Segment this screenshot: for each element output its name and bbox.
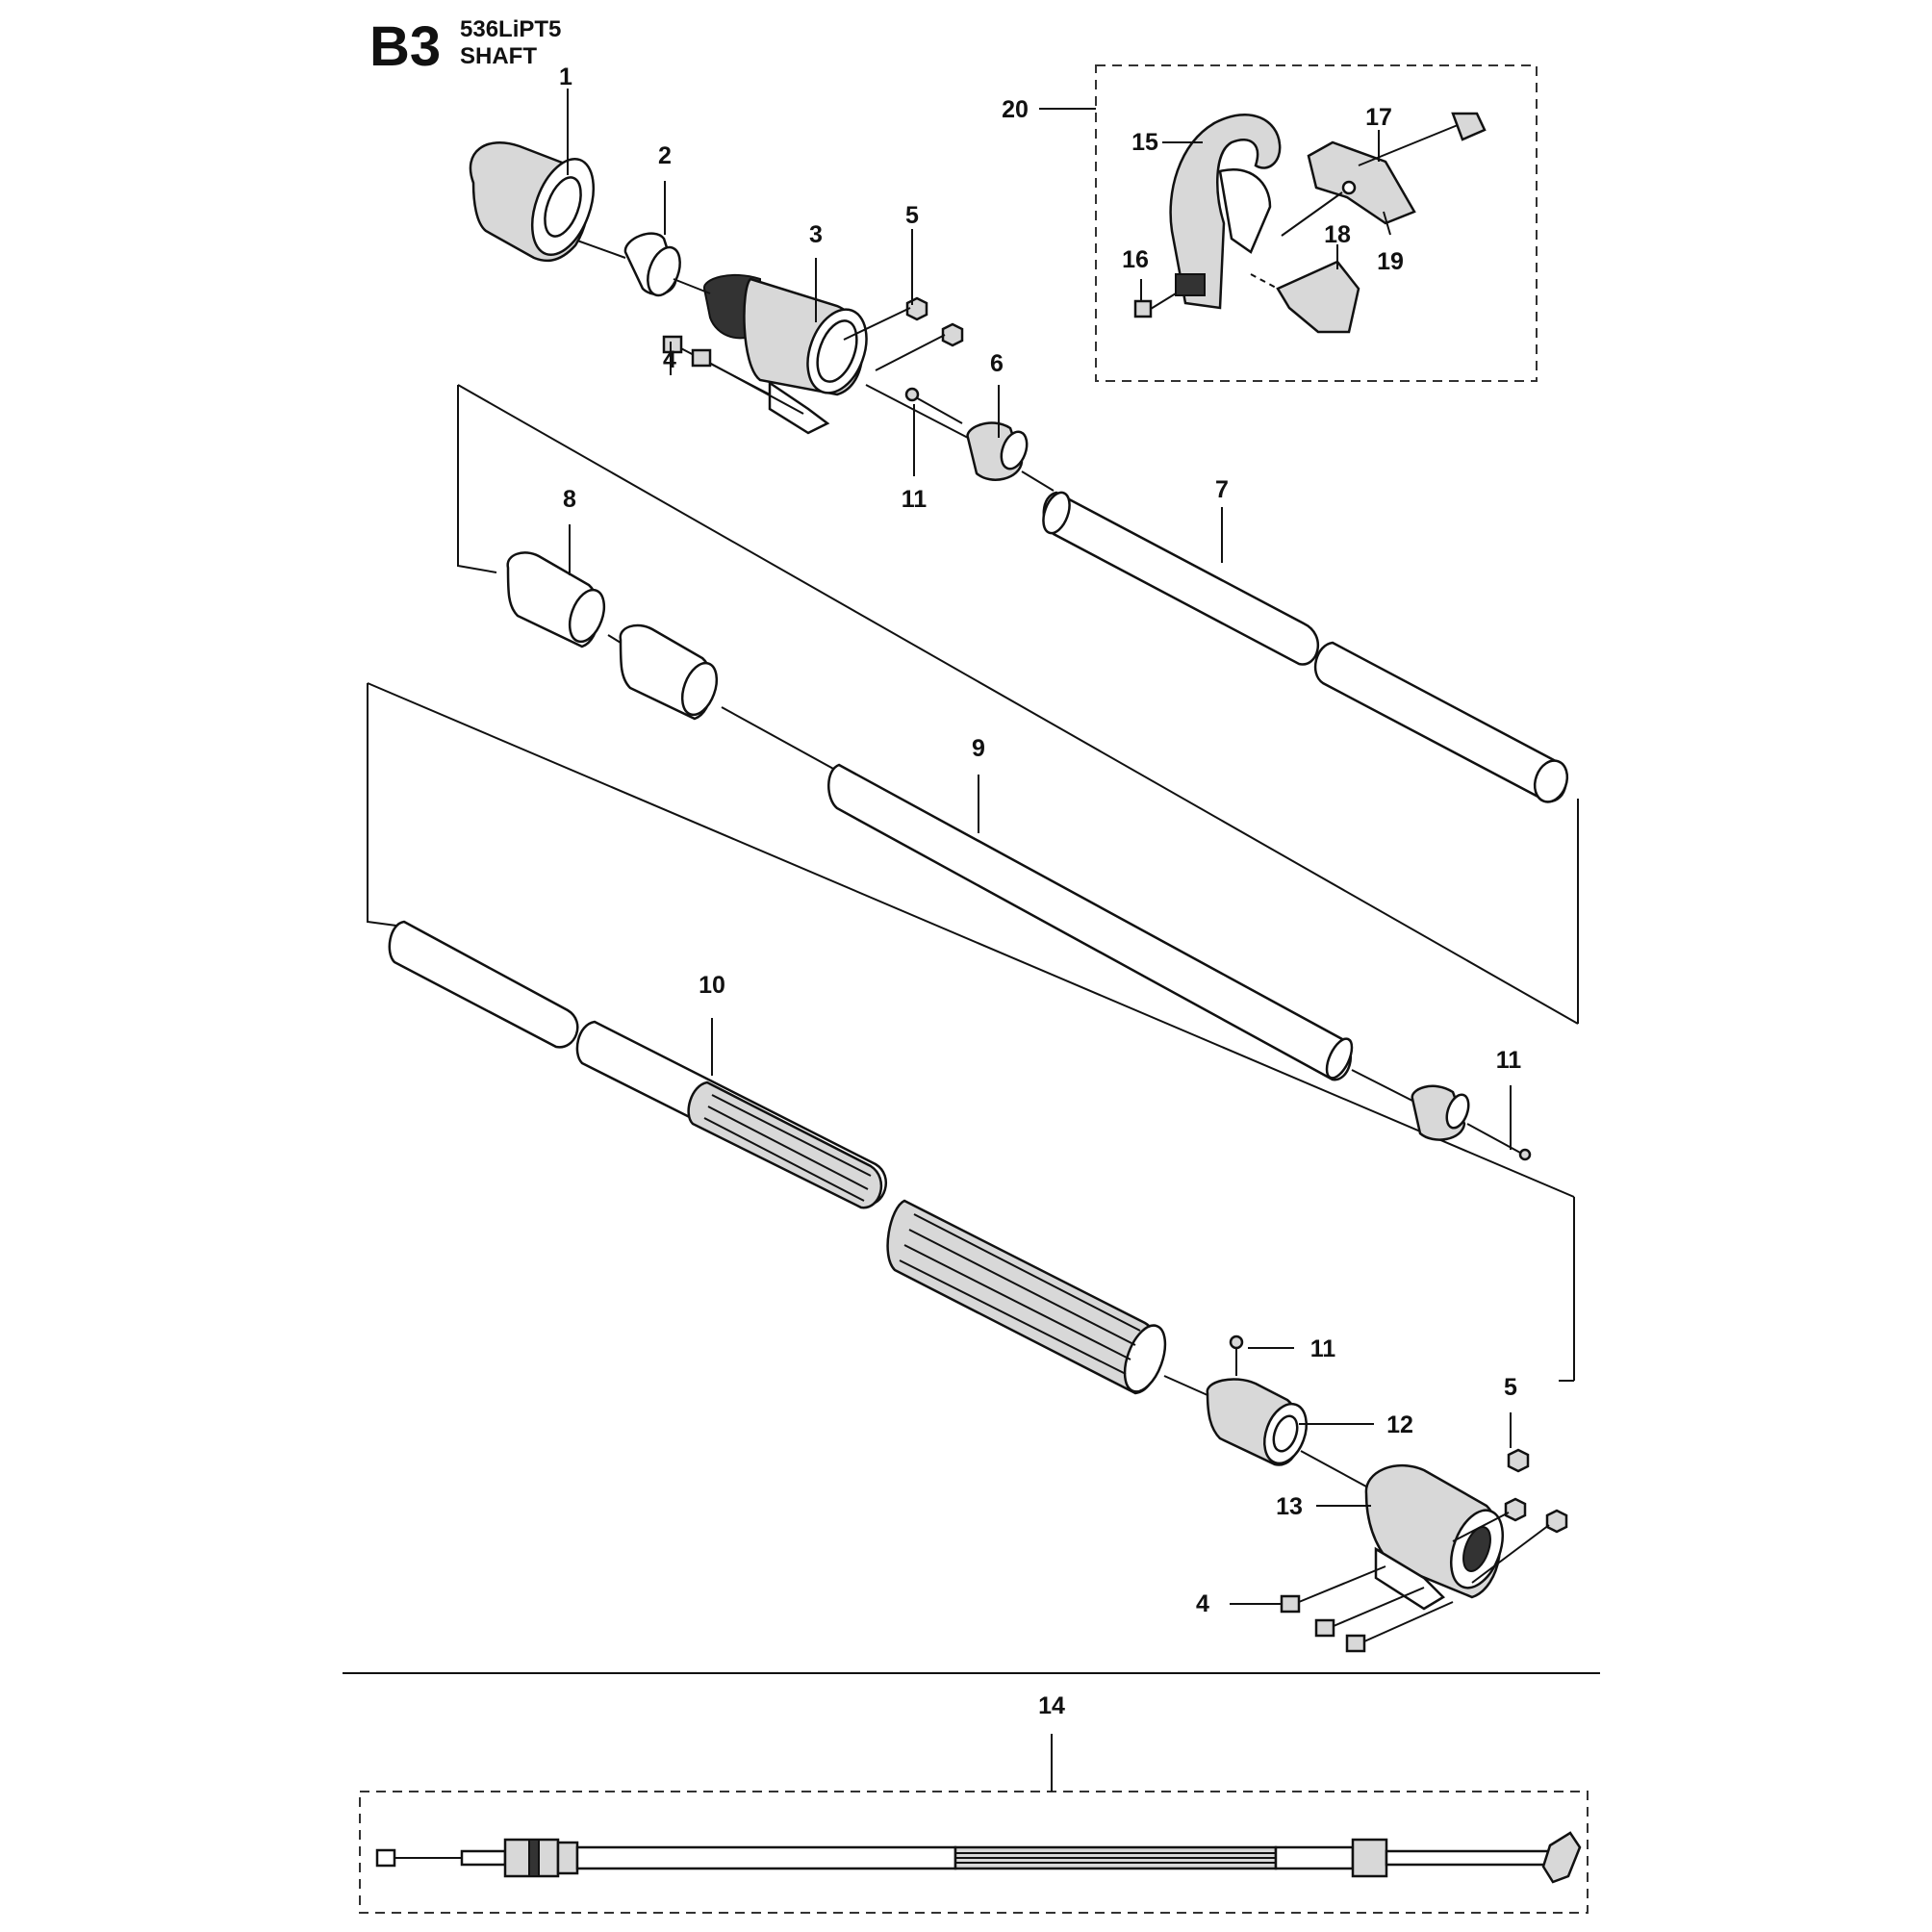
- leader-lines: [567, 89, 1512, 1605]
- shaft-sleeves: [506, 551, 719, 721]
- callout-5-bottom: 5: [1504, 1374, 1517, 1401]
- hook-bolt: [1358, 112, 1487, 166]
- callout-2: 2: [658, 142, 672, 169]
- callout-14: 14: [1038, 1692, 1065, 1719]
- grip-ribs: [703, 1094, 1141, 1375]
- callout-11-right: 11: [1496, 1047, 1522, 1074]
- callout-20: 20: [1002, 96, 1029, 123]
- callout-3: 3: [809, 221, 823, 248]
- callout-6: 6: [990, 350, 1004, 377]
- upper-housing: [703, 273, 868, 435]
- housing-screws-top: [662, 335, 804, 415]
- inner-tube: [827, 763, 1354, 1081]
- split-ring: [623, 232, 681, 297]
- housing-screws-bottom: [1280, 1565, 1454, 1653]
- callout-10: 10: [699, 972, 725, 999]
- coupling-nut: [469, 141, 596, 263]
- hook-plate: [1307, 140, 1416, 225]
- shaft-screw-top: [904, 387, 963, 424]
- end-sleeve: [1206, 1378, 1308, 1466]
- callout-7: 7: [1215, 476, 1229, 503]
- callout-17: 17: [1365, 104, 1392, 131]
- section-code: B3: [369, 15, 441, 78]
- diagram-title: SHAFT: [460, 43, 537, 69]
- inset-box-complete-shaft: [359, 1791, 1589, 1914]
- square-nut: [1133, 299, 1153, 318]
- group-bracket-upper: [457, 385, 497, 573]
- callout-1: 1: [559, 64, 572, 90]
- callout-4-bottom: 4: [1196, 1590, 1209, 1617]
- callout-16: 16: [1122, 246, 1149, 273]
- callout-11-top: 11: [902, 486, 928, 513]
- callout-11-bottom: 11: [1310, 1335, 1336, 1362]
- sleeve-screw: [1229, 1335, 1244, 1376]
- callout-19: 19: [1377, 248, 1404, 275]
- housing-nuts-bottom: [1452, 1448, 1568, 1584]
- shaft-clamp-lower: [1411, 1084, 1532, 1161]
- diagram-header: B3 536LiPT5 SHAFT: [369, 15, 561, 78]
- callout-9: 9: [972, 735, 985, 762]
- callout-8: 8: [563, 486, 576, 513]
- callout-13: 13: [1276, 1493, 1303, 1520]
- lower-housing: [1364, 1464, 1504, 1611]
- callout-18: 18: [1324, 221, 1351, 248]
- callout-5-top: 5: [905, 202, 919, 229]
- callout-labels: 1 2 3 4 4 5 5 6 7 8 9 10 11 11 11 12 13 …: [559, 64, 1521, 1719]
- hook-part: [1169, 114, 1282, 310]
- hook-clip: [1276, 260, 1360, 334]
- callout-4-top: 4: [663, 346, 676, 373]
- outer-tube-with-grip: [388, 920, 1167, 1395]
- complete-shaft-assembly: [375, 1831, 1582, 1884]
- callout-15: 15: [1131, 129, 1158, 156]
- shaft-clamp: [966, 421, 1029, 481]
- outer-tube-upper: [1042, 491, 1569, 803]
- callout-12: 12: [1386, 1411, 1413, 1438]
- inset-box-hook-assembly: [1095, 64, 1538, 382]
- model-name: 536LiPT5: [460, 16, 561, 42]
- group-bracket-lower: [367, 683, 397, 927]
